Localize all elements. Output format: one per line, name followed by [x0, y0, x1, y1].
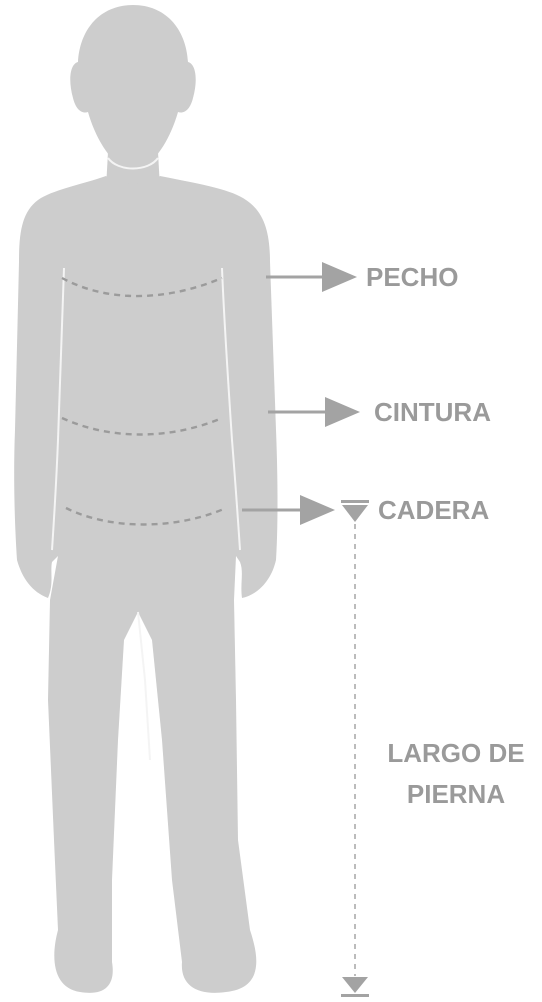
waist-arrow-head	[325, 397, 360, 427]
right-arm-edge	[221, 267, 241, 551]
leg-length-label-line1: LARGO DE	[387, 738, 524, 768]
leg-gap-edge	[137, 611, 151, 761]
collar-edge	[107, 157, 159, 170]
hip-callout: CADERA	[242, 495, 489, 525]
chest-callout: PECHO	[266, 262, 458, 292]
leg-top-arrow	[342, 505, 368, 522]
waist-callout: CINTURA	[268, 397, 491, 427]
leg-length-label-line2: PIERNA	[407, 779, 505, 809]
waist-measure-curve	[61, 416, 223, 436]
torso-shape	[14, 176, 278, 993]
leg-bottom-arrow	[342, 977, 368, 993]
leg-length-callout: LARGO DE PIERNA	[341, 500, 525, 997]
leg-bottom-bar	[341, 994, 369, 997]
neck-shape	[106, 152, 160, 188]
child-silhouette	[14, 5, 278, 993]
hip-label: CADERA	[378, 495, 489, 525]
left-arm-edge	[51, 267, 65, 551]
waist-label: CINTURA	[374, 397, 491, 427]
chest-measure-curve	[61, 276, 223, 298]
hip-measure-curve	[65, 506, 227, 526]
leg-top-bar	[341, 500, 369, 503]
hip-arrow-head	[300, 495, 335, 525]
chest-arrow-head	[322, 262, 357, 292]
head-shape	[70, 5, 196, 173]
chest-label: PECHO	[366, 262, 458, 292]
